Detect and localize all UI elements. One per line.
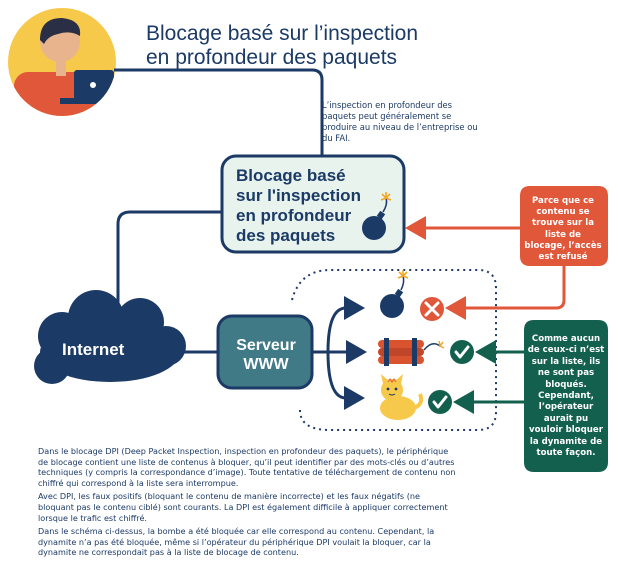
bomb-icon [380, 270, 409, 318]
explanation-paragraph: Dans le schéma ci-dessus, la bombe a été… [38, 526, 435, 558]
dpi-device-label: Blocage basé sur l'inspection en profond… [236, 166, 361, 245]
callout-allowed-text: Comme aucun de ceux-ci n’est sur la list… [527, 334, 605, 459]
callout-blocked-box [520, 186, 608, 266]
note-dpi-location: L’inspection en profondeur des paquets p… [322, 100, 478, 143]
cat-icon [380, 374, 424, 420]
explanation-text: Dans le blocage DPI (Deep Packet Inspect… [38, 446, 458, 561]
dpi-device-box [220, 154, 406, 254]
explanation-paragraph: Dans le blocage DPI (Deep Packet Inspect… [38, 446, 456, 488]
dynamite-icon [378, 338, 445, 366]
server-label: Serveur WWW [236, 337, 296, 373]
internet-label: Internet [62, 340, 125, 359]
internet-cloud [34, 290, 186, 384]
explanation-paragraph: Avec DPI, les faux positifs (bloquant le… [38, 491, 448, 523]
bomb-icon [362, 192, 392, 240]
check-icon [428, 390, 452, 414]
callout-blocked-text: Parce que ce contenu se trouve sur la li… [524, 196, 602, 263]
person-at-laptop-icon [8, 8, 116, 116]
page-title: Blocage basé sur l’inspection en profond… [146, 22, 418, 69]
check-icon [450, 340, 474, 364]
cross-icon [420, 297, 444, 321]
callout-allowed-box [524, 320, 608, 472]
